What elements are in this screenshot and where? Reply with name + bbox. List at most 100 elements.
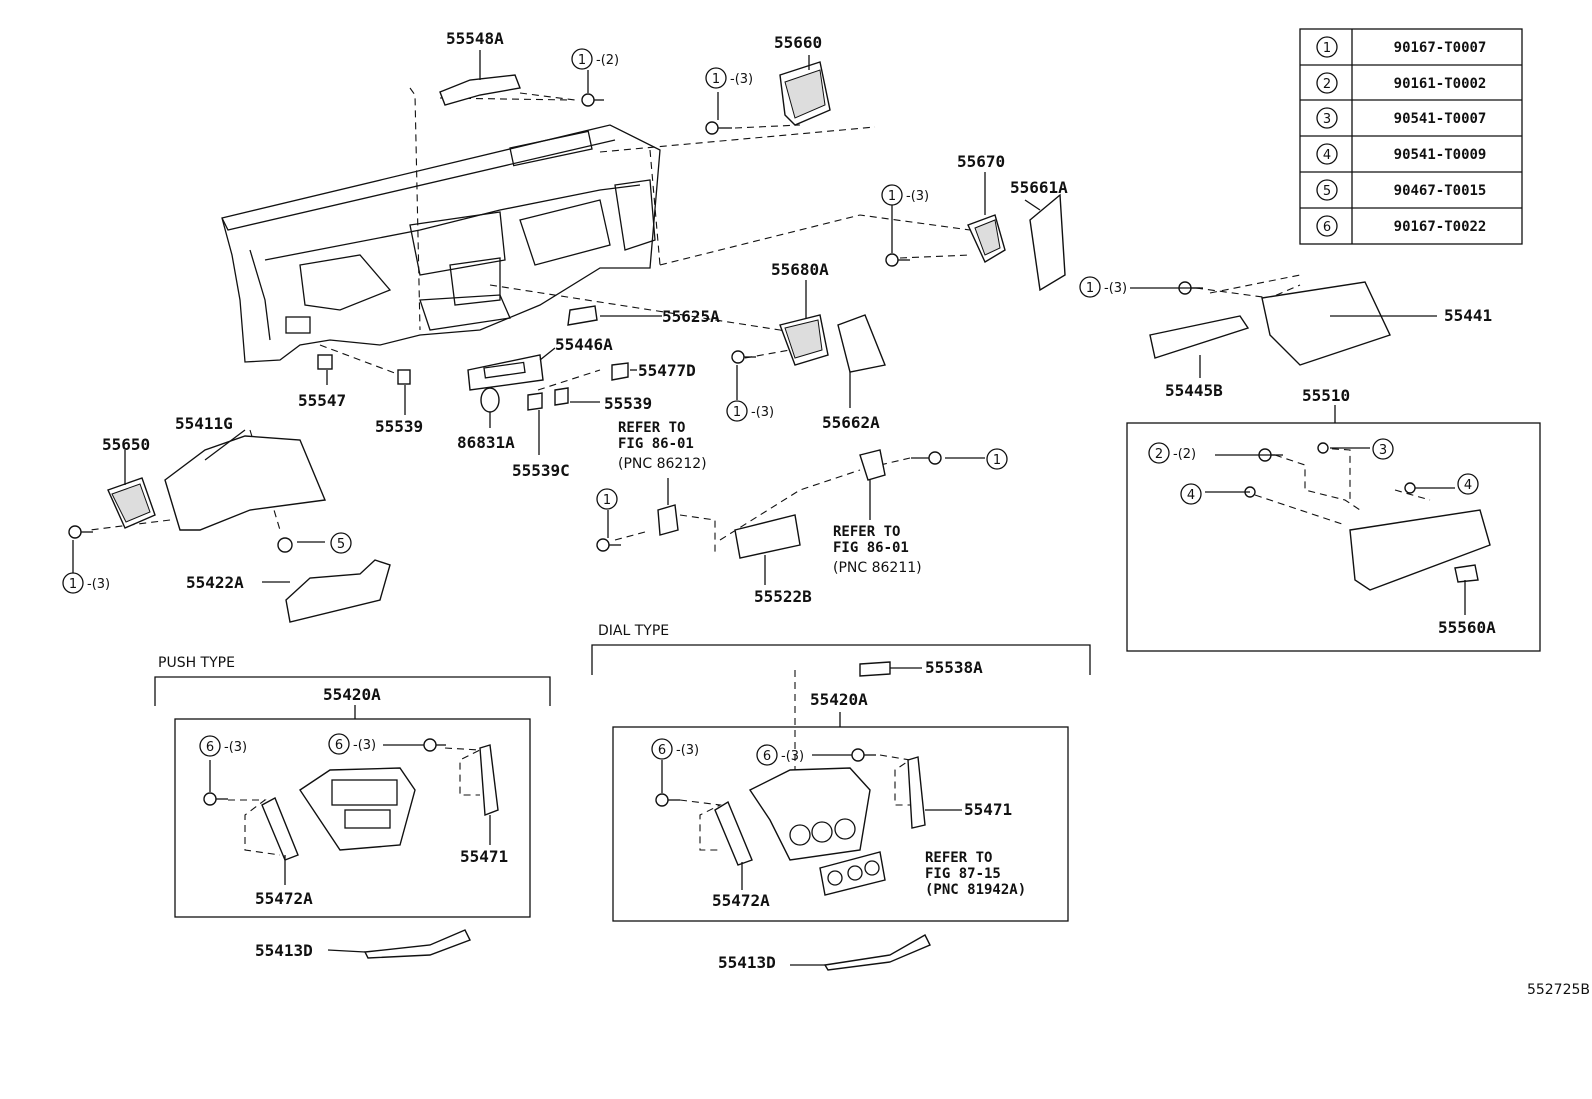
callout: 6 -(3) bbox=[651, 738, 699, 760]
svg-text:-(3): -(3) bbox=[353, 738, 376, 753]
clip-icon bbox=[277, 537, 293, 553]
svg-text:-(3): -(3) bbox=[906, 189, 929, 204]
svg-text:5: 5 bbox=[337, 537, 345, 552]
part-label-55411G: 55411G bbox=[175, 414, 233, 433]
fastener-table: 1 90167-T0007 2 90161-T0002 3 90541-T000… bbox=[1299, 28, 1523, 245]
part-label-55539C: 55539C bbox=[512, 461, 570, 480]
table-part-number: 90541-T0009 bbox=[1394, 147, 1487, 163]
part-label-55420A: 55420A bbox=[810, 690, 868, 709]
reference-notes: REFER TO FIG 86-01 (PNC 86212) REFER TO … bbox=[618, 420, 1026, 898]
svg-text:6: 6 bbox=[658, 743, 666, 758]
screw-icon bbox=[705, 121, 732, 135]
table-part-number: 90167-T0022 bbox=[1394, 219, 1487, 235]
svg-text:1: 1 bbox=[733, 405, 741, 420]
svg-text:1: 1 bbox=[578, 53, 586, 68]
table-row: 1 90167-T0007 bbox=[1316, 36, 1487, 58]
svg-text:-(2): -(2) bbox=[596, 53, 619, 68]
screw-icon bbox=[423, 738, 446, 752]
part-shapes bbox=[68, 61, 1491, 971]
screw-icon bbox=[731, 350, 756, 364]
screw-icon bbox=[851, 748, 876, 762]
part-label-55420A: 55420A bbox=[323, 685, 381, 704]
clip-icon bbox=[1317, 442, 1329, 454]
fastener-callouts: 1 -(2) 1 -(3) 1 -(3) 1 -(3) 1 -(3) 1 -(3… bbox=[62, 48, 1479, 766]
screw-icon bbox=[885, 253, 910, 267]
callout: 1 -(3) bbox=[62, 572, 110, 594]
table-ref: 3 bbox=[1323, 112, 1331, 127]
callout: 6 -(3) bbox=[199, 735, 247, 757]
table-part-number: 90161-T0002 bbox=[1394, 76, 1487, 92]
svg-text:(PNC 81942A): (PNC 81942A) bbox=[925, 882, 1026, 898]
reference-note: REFER TO FIG 86-01 (PNC 86212) bbox=[618, 420, 707, 472]
part-label-55661A: 55661A bbox=[1010, 178, 1068, 197]
svg-text:3: 3 bbox=[1379, 443, 1387, 458]
svg-text:-(3): -(3) bbox=[751, 405, 774, 420]
diagram-id: 552725B bbox=[1527, 982, 1590, 998]
part-label-55560A: 55560A bbox=[1438, 618, 1496, 637]
part-label-55413D: 55413D bbox=[718, 953, 776, 972]
svg-text:1: 1 bbox=[603, 493, 611, 508]
callout: 4 bbox=[1180, 483, 1202, 505]
svg-text:1: 1 bbox=[1086, 281, 1094, 296]
part-label-55522B: 55522B bbox=[754, 587, 812, 606]
svg-text:4: 4 bbox=[1187, 488, 1195, 503]
part-label-55670: 55670 bbox=[957, 152, 1005, 171]
table-row: 2 90161-T0002 bbox=[1316, 72, 1487, 94]
part-label-55446A: 55446A bbox=[555, 335, 613, 354]
push-type-caption: PUSH TYPE bbox=[158, 655, 235, 671]
callout: 1 -(3) bbox=[705, 67, 753, 89]
leader-lines bbox=[72, 50, 1466, 966]
svg-text:-(3): -(3) bbox=[730, 72, 753, 87]
svg-text:-(3): -(3) bbox=[1104, 281, 1127, 296]
screw-icon bbox=[655, 793, 680, 807]
svg-text:REFER TO: REFER TO bbox=[925, 850, 992, 866]
part-label-55662A: 55662A bbox=[822, 413, 880, 432]
svg-text:(PNC 86211): (PNC 86211) bbox=[833, 560, 922, 576]
svg-text:REFER TO: REFER TO bbox=[833, 524, 900, 540]
part-label-55472A: 55472A bbox=[712, 891, 770, 910]
dial-type-caption: DIAL TYPE bbox=[598, 623, 669, 639]
table-part-number: 90167-T0007 bbox=[1394, 40, 1487, 56]
part-label-55650: 55650 bbox=[102, 435, 150, 454]
svg-text:-(3): -(3) bbox=[224, 740, 247, 755]
part-label-55539: 55539 bbox=[604, 394, 652, 413]
callout: 1 -(3) bbox=[1079, 276, 1127, 298]
reference-note: REFER TO FIG 86-01 (PNC 86211) bbox=[833, 524, 922, 576]
part-label-55477D: 55477D bbox=[638, 361, 696, 380]
screw-icon bbox=[68, 525, 93, 539]
svg-text:FIG 86-01: FIG 86-01 bbox=[833, 540, 909, 556]
part-label-55680A: 55680A bbox=[771, 260, 829, 279]
svg-text:1: 1 bbox=[712, 72, 720, 87]
table-ref: 2 bbox=[1323, 77, 1331, 92]
part-label-55413D: 55413D bbox=[255, 941, 313, 960]
part-label-55471: 55471 bbox=[964, 800, 1012, 819]
part-label-55548A: 55548A bbox=[446, 29, 504, 48]
svg-text:-(3): -(3) bbox=[781, 749, 804, 764]
reference-note: REFER TO FIG 87-15 (PNC 81942A) bbox=[925, 850, 1026, 898]
callout: 1 -(3) bbox=[726, 400, 774, 422]
screw-icon bbox=[596, 538, 621, 552]
callout: 5 bbox=[330, 532, 352, 554]
part-label-55510: 55510 bbox=[1302, 386, 1350, 405]
part-label-55422A: 55422A bbox=[186, 573, 244, 592]
table-row: 6 90167-T0022 bbox=[1316, 215, 1487, 237]
part-label-55547: 55547 bbox=[298, 391, 346, 410]
svg-text:4: 4 bbox=[1464, 478, 1472, 493]
table-ref: 6 bbox=[1323, 220, 1331, 235]
svg-text:6: 6 bbox=[206, 740, 214, 755]
screw-icon bbox=[203, 792, 228, 806]
svg-text:6: 6 bbox=[763, 749, 771, 764]
callout: 6 -(3) bbox=[756, 744, 804, 766]
clip-icon bbox=[1404, 482, 1416, 494]
svg-text:1: 1 bbox=[888, 189, 896, 204]
part-label-55539: 55539 bbox=[375, 417, 423, 436]
screw-icon bbox=[581, 93, 604, 107]
table-row: 4 90541-T0009 bbox=[1316, 143, 1487, 165]
part-label-86831A: 86831A bbox=[457, 433, 515, 452]
screw-icon bbox=[911, 451, 942, 465]
table-part-number: 90467-T0015 bbox=[1394, 183, 1487, 199]
svg-text:(PNC 86212): (PNC 86212) bbox=[618, 456, 707, 472]
svg-text:-(3): -(3) bbox=[676, 743, 699, 758]
callout: 3 bbox=[1372, 438, 1394, 460]
